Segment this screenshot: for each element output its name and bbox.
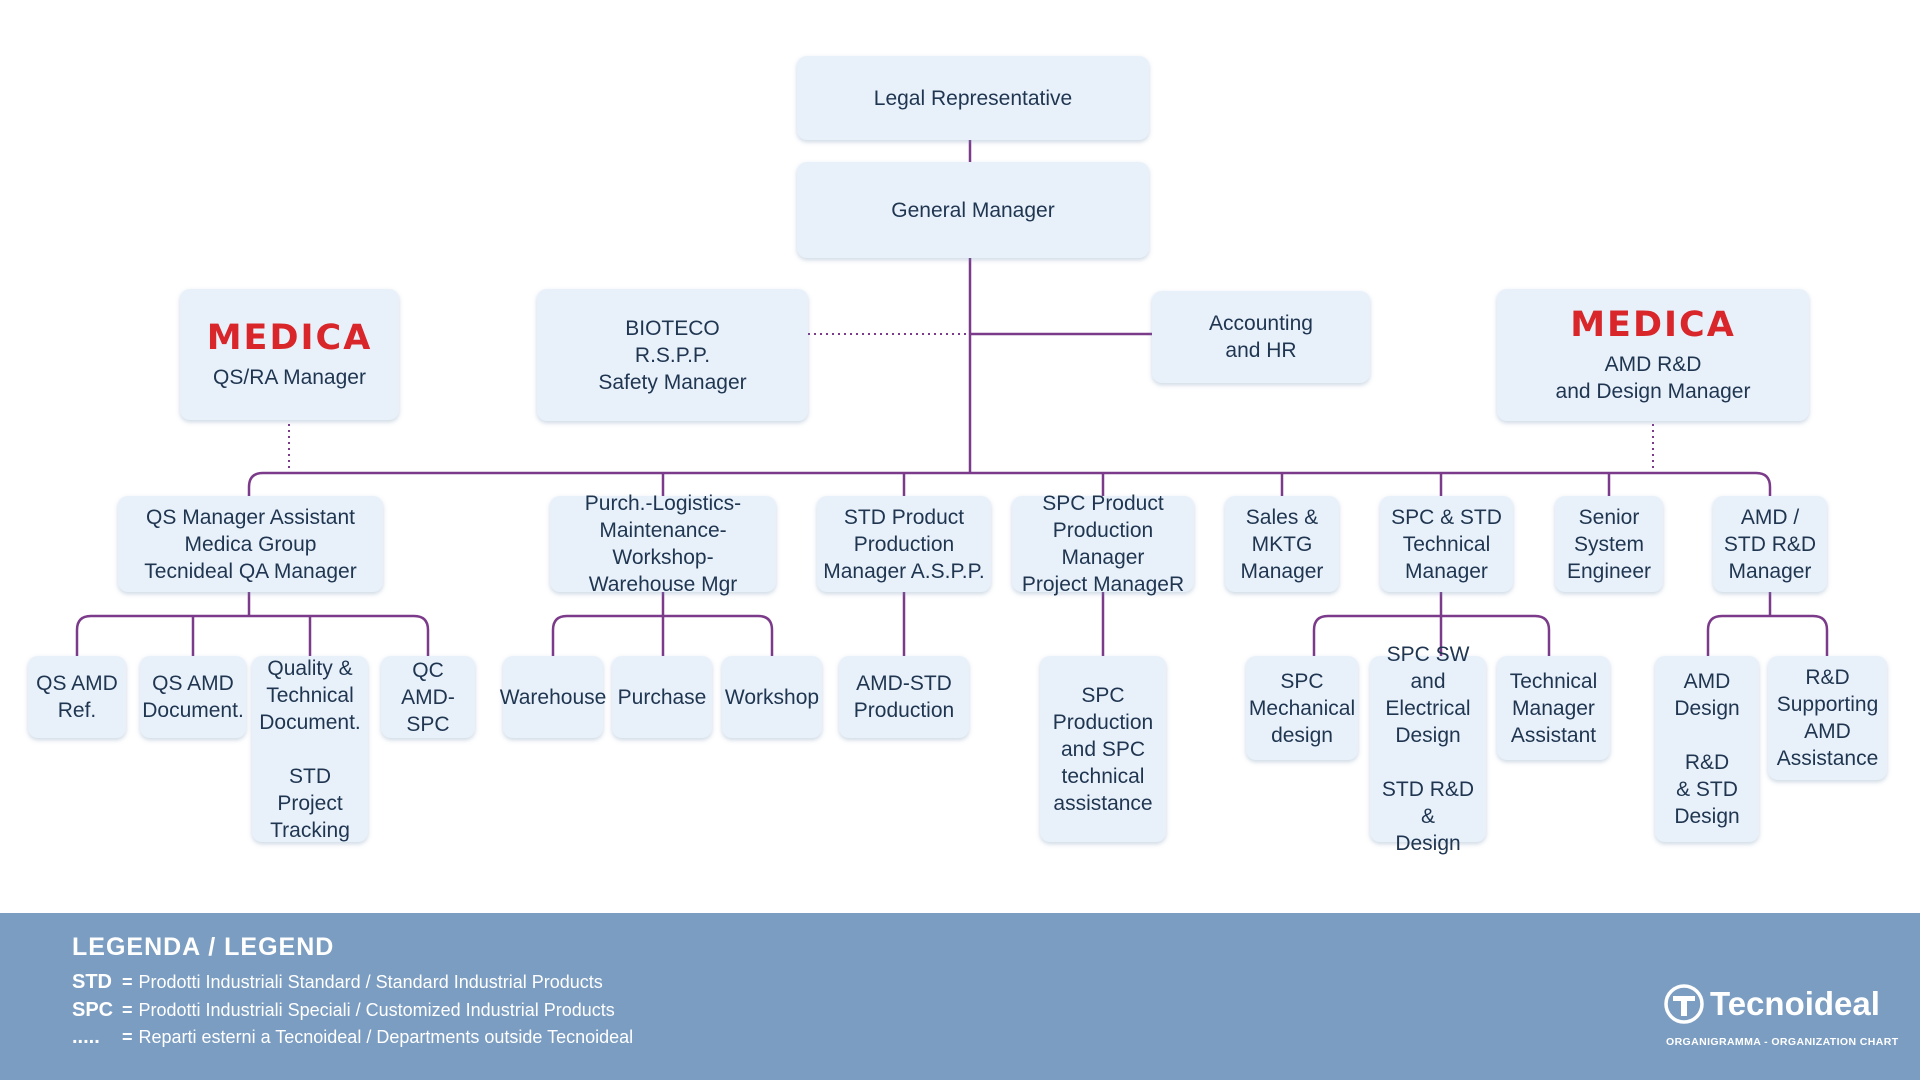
node-label: Technical Manager Assistant (1509, 669, 1598, 747)
node-amd-design: AMD Design R&D & STD Design (1655, 656, 1759, 842)
node-qc-amd-spc: QC AMD-SPC (381, 656, 475, 738)
node-label: Warehouse (499, 685, 607, 709)
node-amd-std-production: AMD-STD Production (839, 656, 969, 738)
node-qs-amd-document: QS AMD Document. (140, 656, 246, 738)
legend-key: SPC (72, 999, 114, 1021)
node-label: Legal Representative (873, 86, 1073, 110)
medica-logo: MEDICA (1570, 305, 1736, 345)
node-accounting-hr: Accounting and HR (1152, 291, 1370, 383)
node-label: AMD / STD R&D Manager (1723, 505, 1817, 583)
legend-text: Prodotti Industriali Standard / Standard… (138, 972, 603, 992)
legend-equals: = (122, 972, 133, 992)
legend-key: ..... (72, 1026, 100, 1048)
node-label: SPC Production and SPC technical assista… (1052, 683, 1154, 815)
node-rd-supporting-amd: R&D Supporting AMD Assistance (1768, 656, 1887, 780)
node-label: SPC Product Production Manager Project M… (1021, 492, 1185, 596)
node-sales-mktg-manager: Sales & MKTG Manager (1225, 496, 1339, 592)
node-quality-technical-document: Quality & Technical Document. STD Projec… (252, 656, 368, 842)
node-label: BIOTECO R.S.P.P. Safety Manager (598, 316, 747, 394)
node-label: General Manager (891, 198, 1055, 222)
node-purch-logistics-manager: Purch.-Logistics- Maintenance-Workshop- … (550, 492, 776, 596)
connector-amd-bus (1706, 614, 1829, 656)
node-label: QC AMD-SPC (401, 658, 455, 736)
node-label: STD Product Production Manager A.S.P.P. (823, 505, 985, 583)
node-spc-product-manager: SPC Product Production Manager Project M… (1012, 492, 1194, 596)
node-senior-system-engineer: Senior System Engineer (1555, 496, 1663, 592)
tecnoideal-logo-icon (1664, 984, 1704, 1024)
node-medica-amd-rd-manager: MEDICA AMD R&D and Design Manager (1497, 289, 1809, 421)
node-label: AMD Design R&D & STD Design (1674, 670, 1740, 828)
node-label: QS AMD Document. (142, 672, 244, 722)
tecnoideal-logo: Tecnoideal ORGANIGRAMMA - ORGANIZATION C… (1663, 983, 1898, 1063)
logo-name: Tecnoideal (1710, 985, 1880, 1022)
logo-subtitle: ORGANIGRAMMA - ORGANIZATION CHART (1666, 1036, 1899, 1048)
node-label: Purchase (617, 685, 707, 709)
node-amd-std-rd-manager: AMD / STD R&D Manager (1713, 496, 1827, 592)
connector-tech-bus (1312, 614, 1551, 656)
connector-level2-bus (247, 471, 1772, 496)
legend-key: STD (72, 971, 112, 993)
node-workshop: Workshop (722, 656, 822, 738)
connector-lines (75, 140, 1829, 656)
connector-purch-bus (551, 614, 774, 656)
legend-item-spc: SPC =Prodotti Industriali Speciali / Cust… (72, 999, 615, 1022)
node-legal-representative: Legal Representative (797, 56, 1149, 140)
node-label: QS/RA Manager (213, 366, 366, 389)
node-medica-qs-ra-manager: MEDICA QS/RA Manager (180, 289, 399, 420)
legend-equals: = (122, 1000, 133, 1020)
node-spc-mechanical-design: SPC Mechanical design (1246, 656, 1358, 760)
legend-equals: = (122, 1027, 133, 1047)
legend-title: LEGENDA / LEGEND (72, 933, 335, 961)
node-label: SPC Mechanical design (1248, 669, 1356, 747)
node-label: Senior System Engineer (1566, 505, 1652, 583)
node-label: Purch.-Logistics- Maintenance-Workshop- … (584, 492, 742, 596)
node-warehouse: Warehouse (500, 656, 606, 738)
node-label: SPC SW and Electrical Design STD R&D & D… (1381, 643, 1475, 855)
legend-text: Reparti esterni a Tecnoideal / Departmen… (138, 1027, 634, 1047)
legend-item-std: STD =Prodotti Industriali Standard / Stan… (72, 971, 603, 994)
node-label: Quality & Technical Document. STD Projec… (259, 656, 361, 842)
node-technical-manager-assistant: Technical Manager Assistant (1497, 656, 1610, 760)
node-qs-manager-assistant: QS Manager Assistant Medica Group Tecnid… (118, 496, 383, 592)
node-std-product-manager: STD Product Production Manager A.S.P.P. (817, 496, 991, 592)
node-label: AMD-STD Production (853, 672, 955, 722)
legend-item-external: ..... =Reparti esterni a Tecnoideal / Dep… (72, 1026, 633, 1049)
node-qs-amd-ref: QS AMD Ref. (28, 656, 126, 738)
node-spc-sw-electrical-design: SPC SW and Electrical Design STD R&D & D… (1370, 643, 1486, 855)
node-label: QS AMD Ref. (36, 672, 118, 722)
node-spc-production: SPC Production and SPC technical assista… (1040, 656, 1166, 842)
node-label: R&D Supporting AMD Assistance (1776, 666, 1879, 770)
connector-qs-bus (75, 614, 430, 656)
node-label: AMD R&D and Design Manager (1555, 353, 1751, 403)
node-label: QS Manager Assistant Medica Group Tecnid… (144, 505, 357, 583)
legend-text: Prodotti Industriali Speciali / Customiz… (138, 1000, 615, 1020)
node-label: Workshop (724, 685, 820, 709)
node-label: Accounting and HR (1209, 312, 1313, 362)
node-bioteco-safety-manager: BIOTECO R.S.P.P. Safety Manager (537, 289, 808, 421)
node-general-manager: General Manager (797, 162, 1149, 258)
node-label: Sales & MKTG Manager (1240, 505, 1324, 583)
node-spc-std-technical-manager: SPC & STD Technical Manager (1380, 496, 1513, 592)
node-purchase: Purchase (612, 656, 712, 738)
node-label: SPC & STD Technical Manager (1391, 505, 1502, 583)
medica-logo: MEDICA (206, 318, 373, 358)
legend-panel: LEGENDA / LEGEND STD=Prodotti Industrial… (0, 913, 1920, 1080)
